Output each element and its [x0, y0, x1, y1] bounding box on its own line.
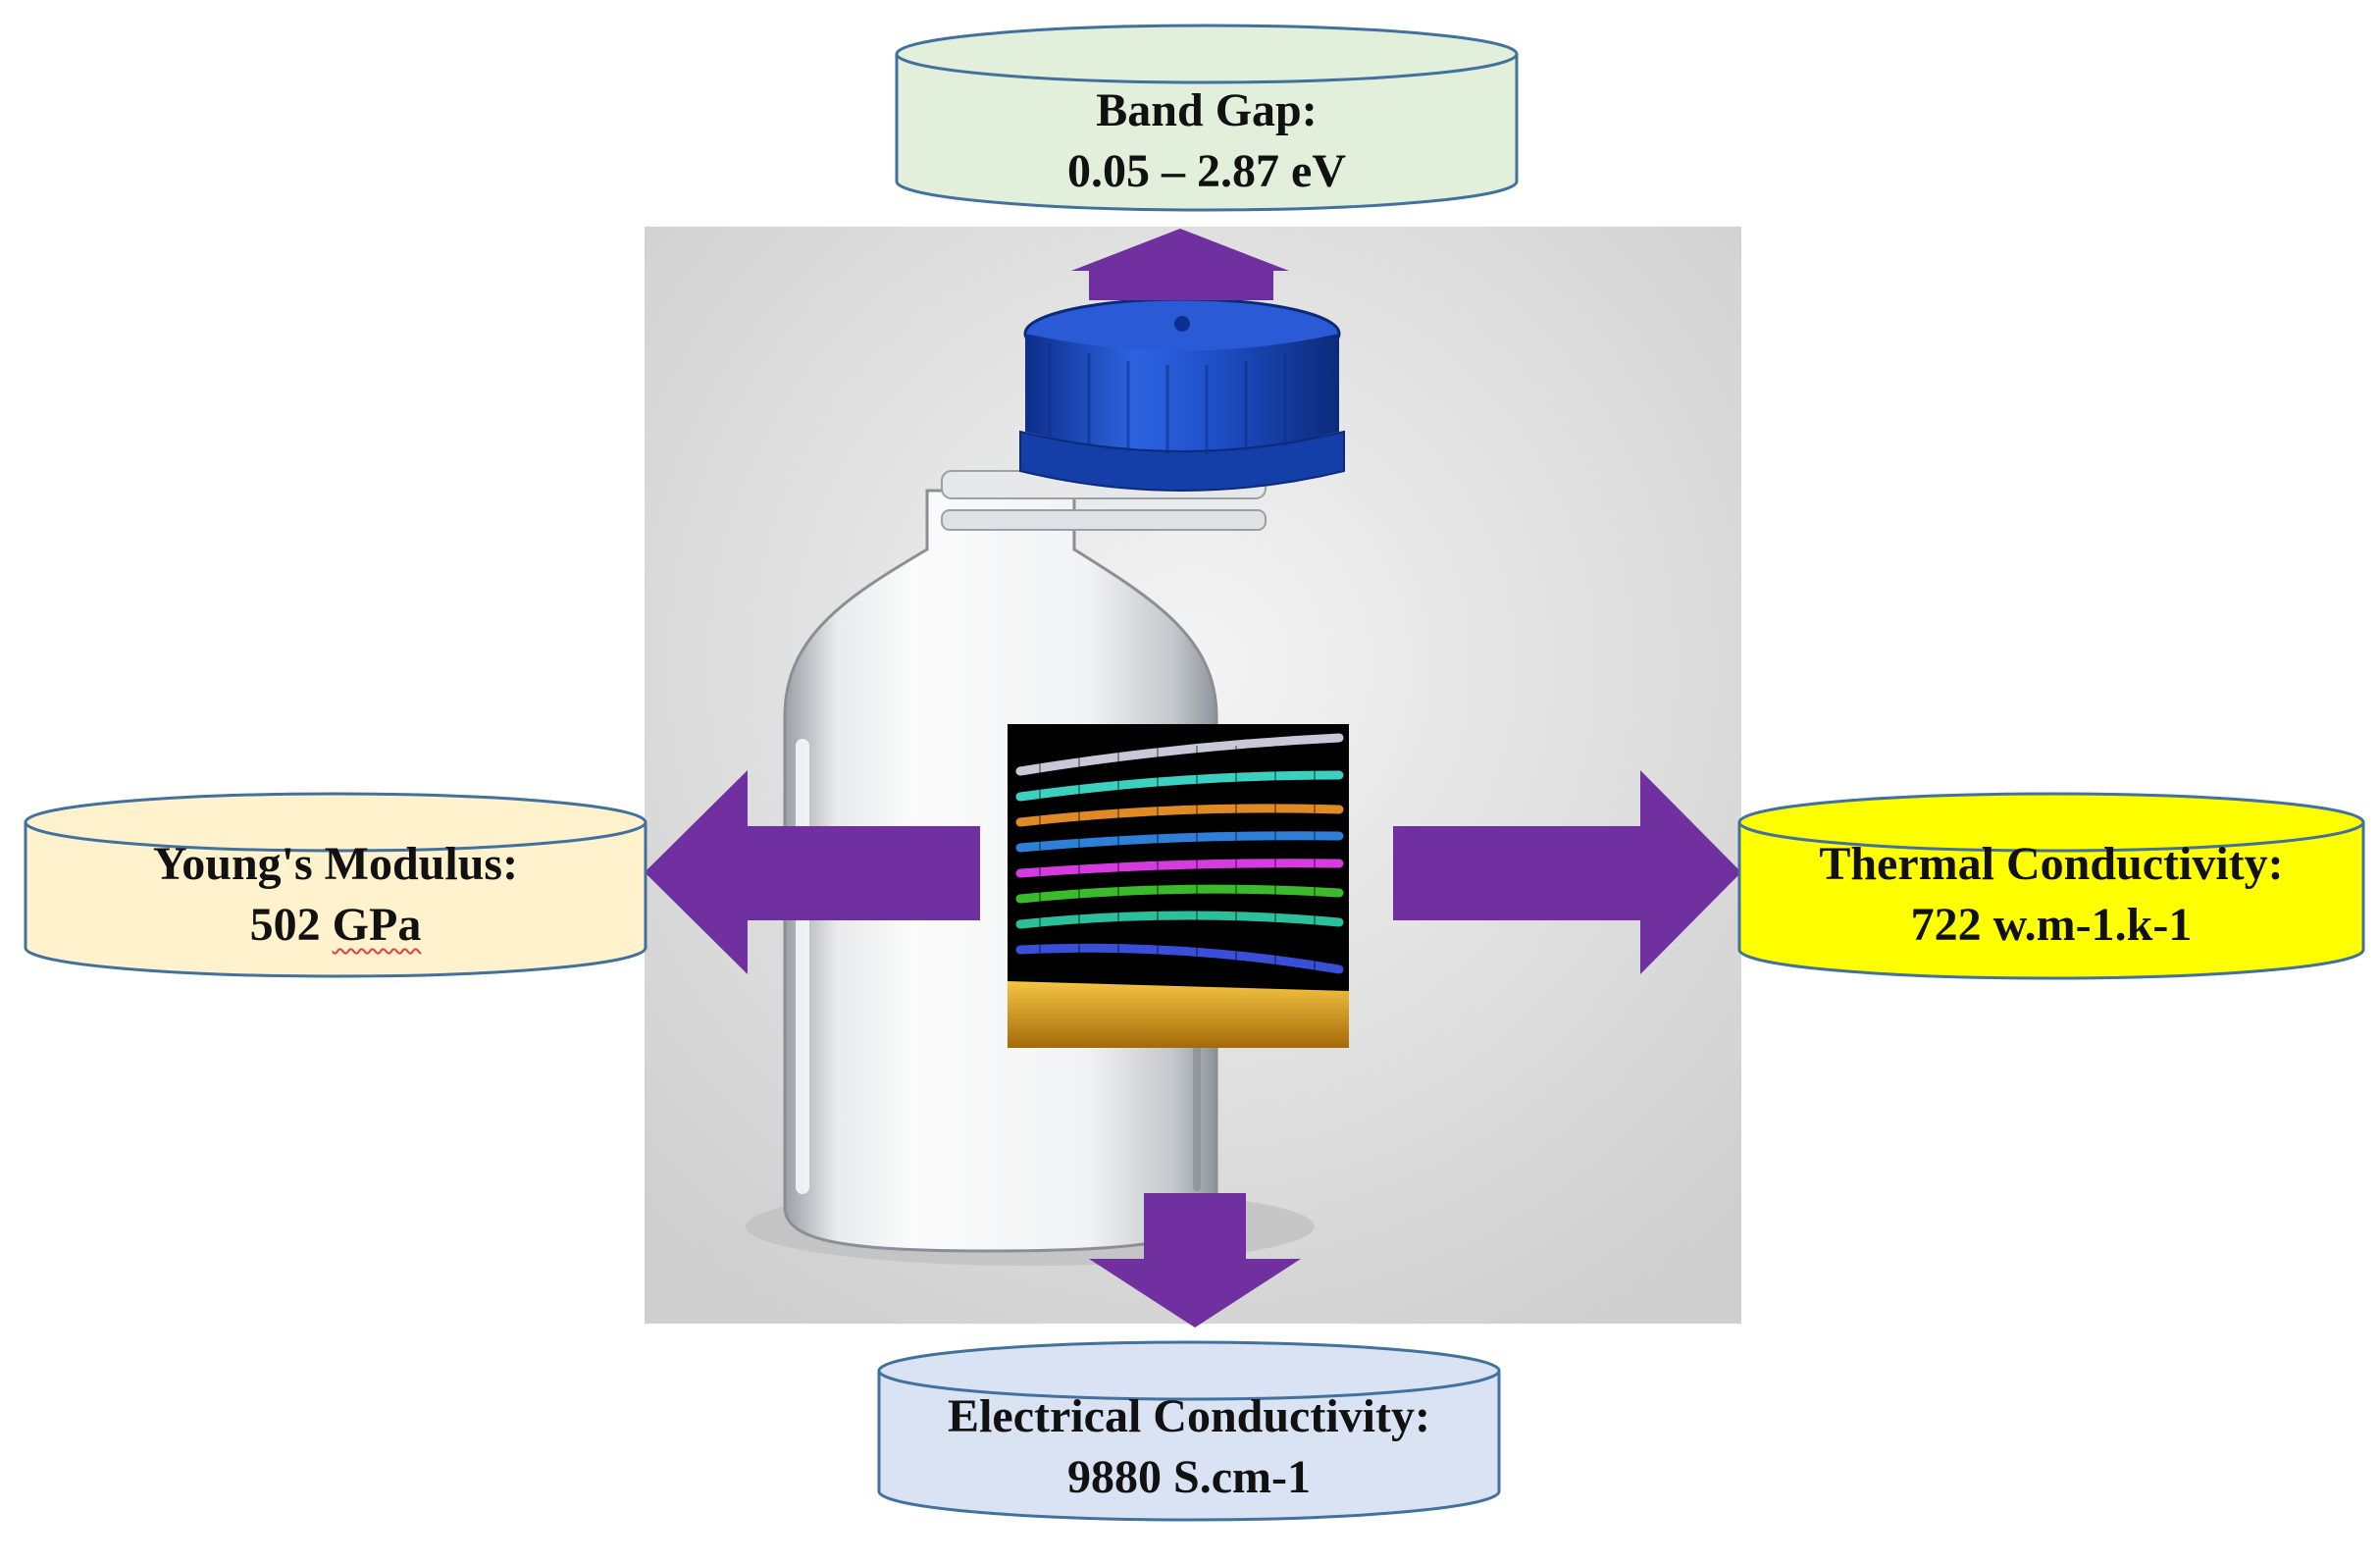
youngs-modulus-number: 502 [249, 899, 321, 951]
thermal-conductivity-cylinder [1737, 792, 2365, 980]
youngs-modulus-label: Young's Modulus: 502 GPa [26, 834, 646, 956]
electrical-conductivity-title: Electrical Conductivity: [948, 1390, 1430, 1442]
band-gap-title: Band Gap: [1096, 84, 1318, 136]
band-gap-label: Band Gap: 0.05 – 2.87 eV [897, 80, 1517, 202]
arrow-right-icon [1393, 770, 1741, 974]
youngs-modulus-title: Young's Modulus: [152, 838, 519, 890]
thermal-conductivity-label: Thermal Conductivity: 722 w.m-1.k-1 [1739, 834, 2363, 956]
thermal-conductivity-title: Thermal Conductivity: [1819, 838, 2284, 890]
bottle-cap [1019, 297, 1345, 492]
thermal-conductivity-value: 722 w.m-1.k-1 [1910, 899, 2193, 951]
band-gap-cylinder [895, 24, 1519, 212]
electrical-conductivity-value: 9880 S.cm-1 [1067, 1451, 1311, 1503]
arrow-left-icon [645, 770, 980, 974]
youngs-modulus-cylinder [24, 792, 647, 978]
band-gap-value: 0.05 – 2.87 eV [1067, 145, 1346, 197]
layered-structure-icon [1008, 724, 1349, 1048]
arrow-up-icon [1071, 229, 1289, 300]
electrical-conductivity-label: Electrical Conductivity: 9880 S.cm-1 [879, 1386, 1499, 1508]
bottle-photo [645, 227, 1741, 1324]
arrow-down-icon [1089, 1193, 1301, 1328]
youngs-modulus-value: 502 GPa [26, 895, 646, 956]
youngs-modulus-unit: GPa [332, 899, 422, 951]
electrical-conductivity-cylinder [877, 1340, 1501, 1522]
